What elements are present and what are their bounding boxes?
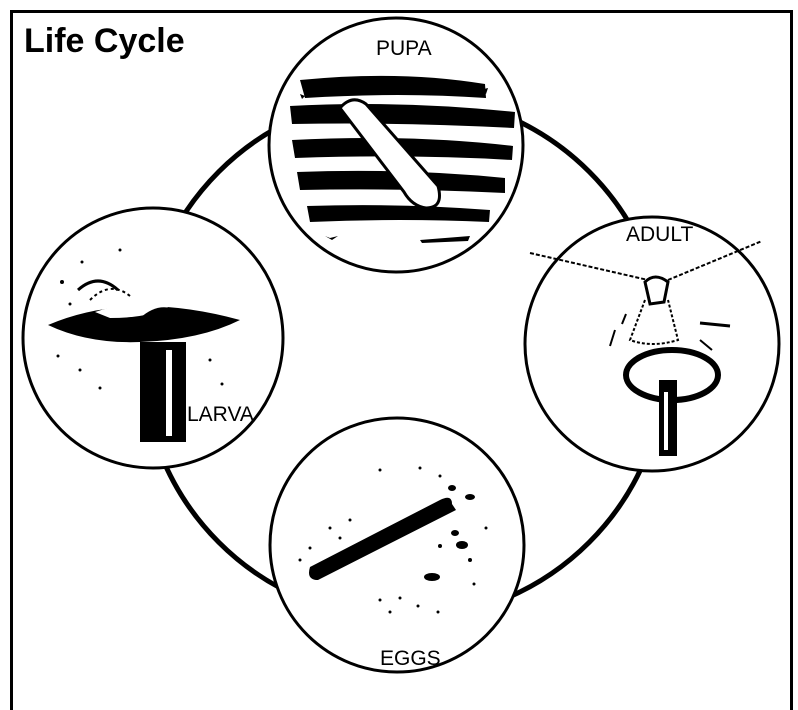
pupa-label: PUPA	[376, 38, 432, 59]
eggs-circle	[270, 418, 524, 672]
adult-stage	[525, 217, 779, 471]
eggs-stage	[270, 418, 524, 672]
diagram-title: Life Cycle	[24, 24, 185, 58]
eggs-label: EGGS	[380, 648, 441, 669]
adult-label: ADULT	[626, 224, 693, 245]
larva-label: LARVA	[187, 404, 254, 425]
larva-stage	[23, 208, 283, 468]
